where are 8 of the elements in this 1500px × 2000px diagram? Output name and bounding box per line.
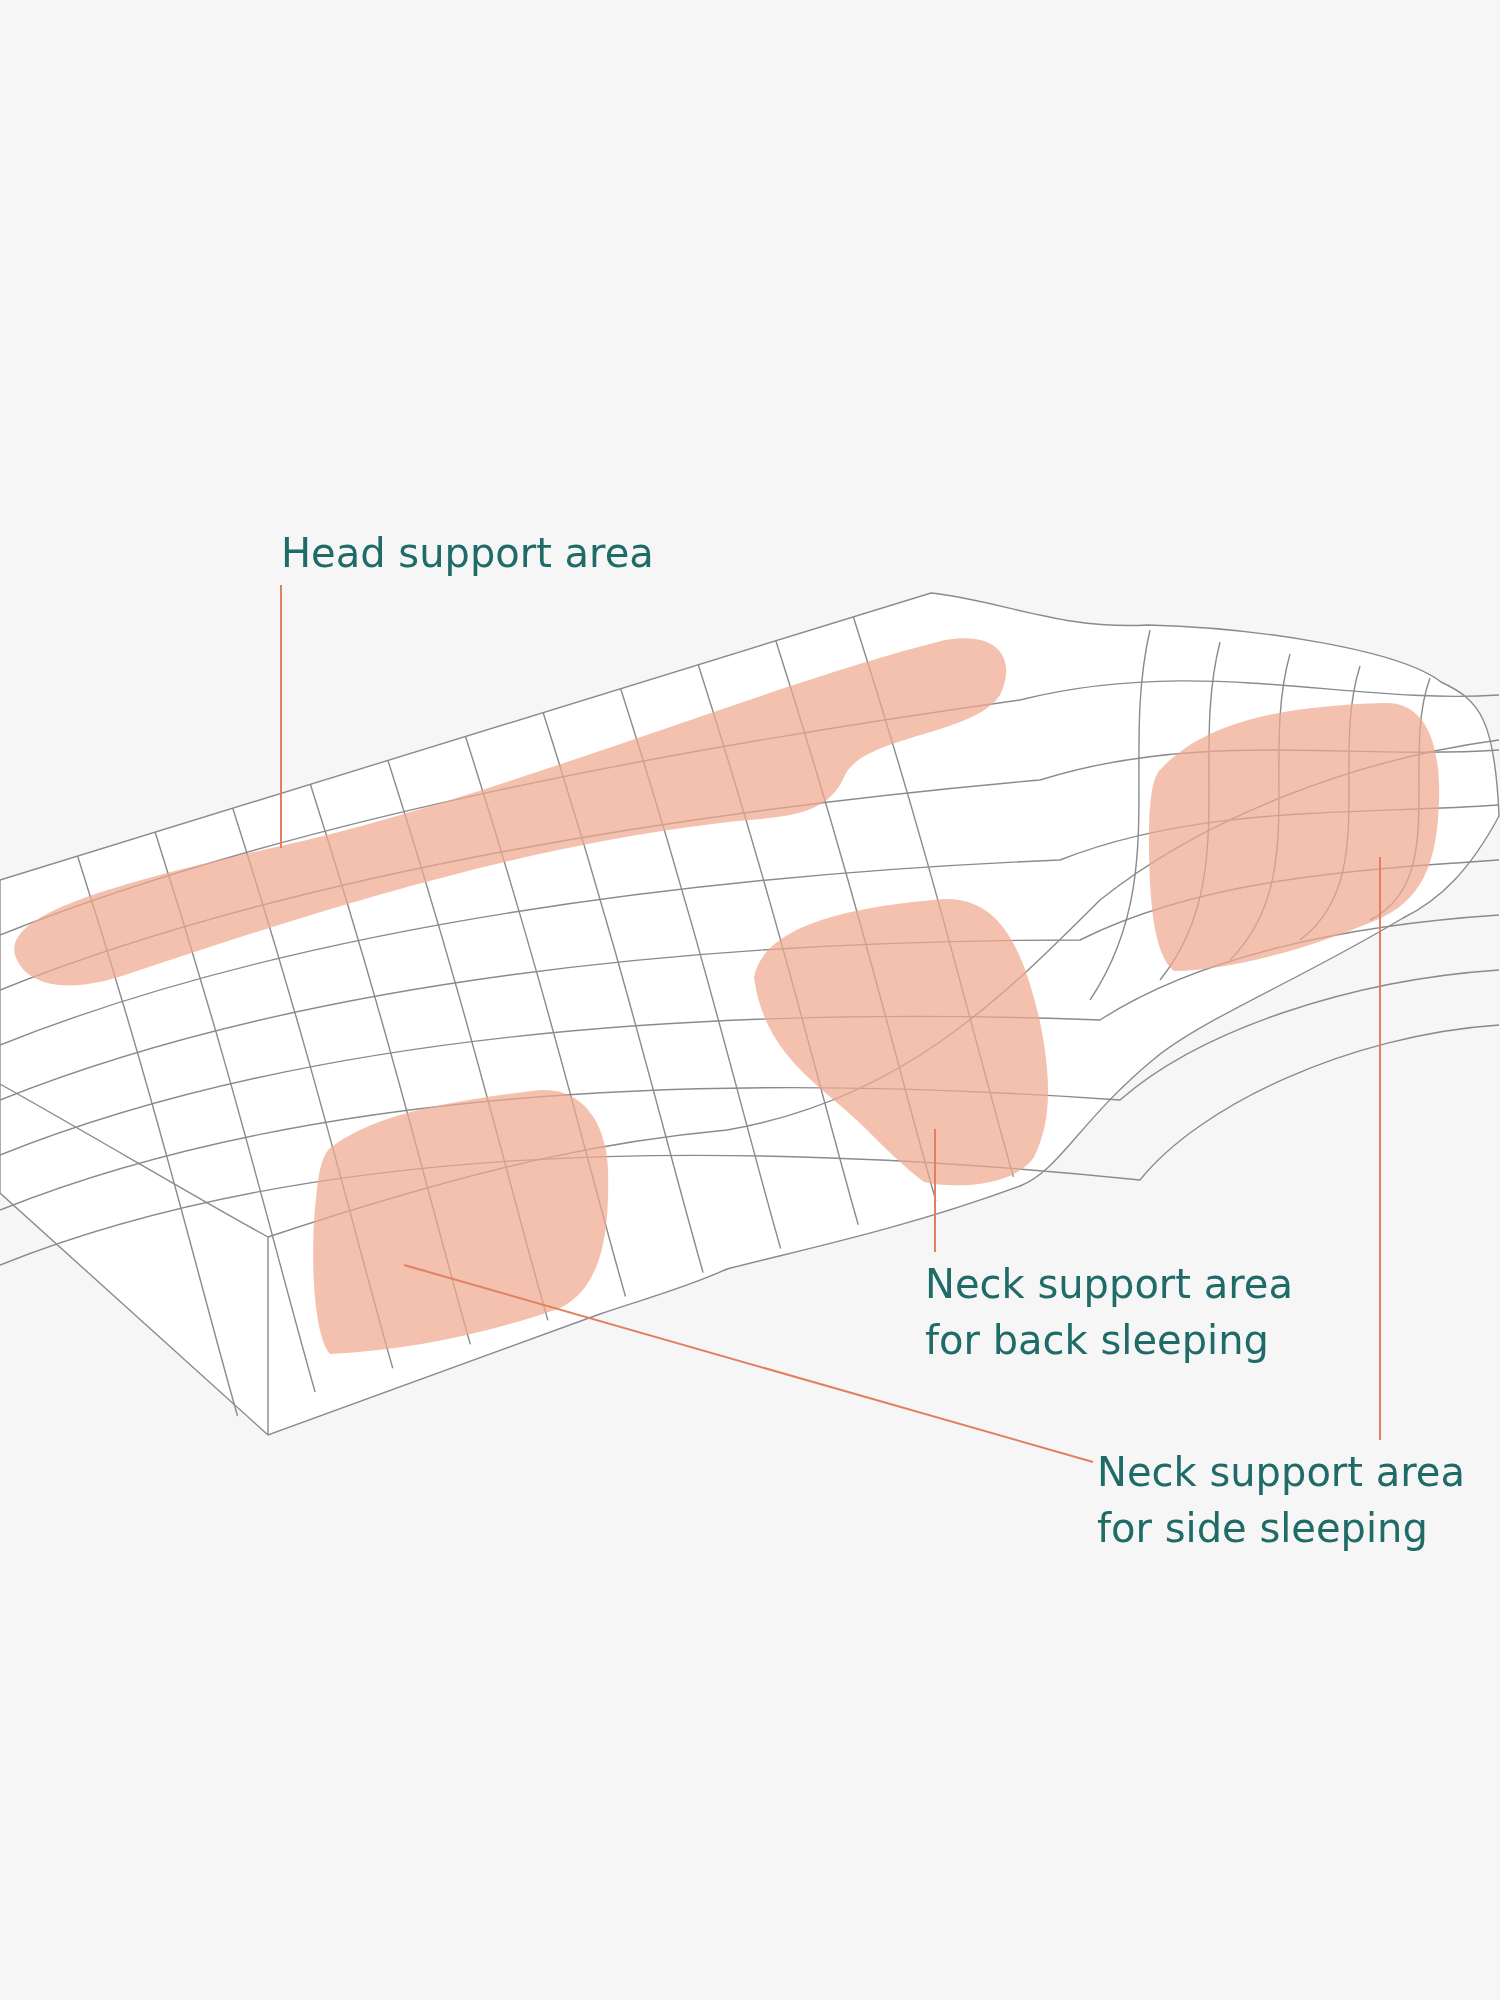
callout-label: Neck support area for side sleeping bbox=[1097, 1448, 1466, 1553]
leader-line bbox=[1379, 856, 1381, 1441]
callout-label: Neck support area for back sleeping bbox=[925, 1260, 1294, 1365]
leader-line bbox=[934, 1128, 936, 1253]
callout-label: Head support area bbox=[281, 529, 654, 578]
leader-line bbox=[403, 1264, 1094, 1463]
leader-line bbox=[280, 584, 282, 849]
support-zone bbox=[310, 1088, 610, 1356]
